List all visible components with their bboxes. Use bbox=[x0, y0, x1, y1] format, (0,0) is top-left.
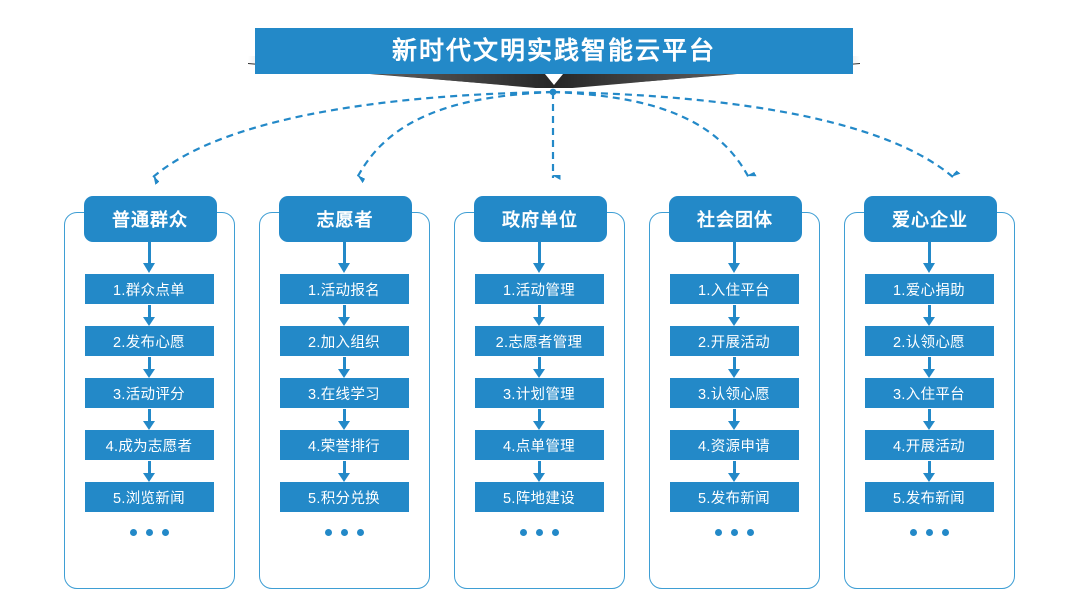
list-item[interactable]: 1.群众点单 bbox=[84, 274, 214, 304]
ellipsis-more-indicator bbox=[475, 520, 604, 544]
arrow-down-icon bbox=[337, 460, 351, 482]
list-item[interactable]: 2.认领心愿 bbox=[864, 326, 994, 356]
connector-to-column-1 bbox=[151, 90, 554, 178]
arrow-down-icon bbox=[142, 356, 156, 378]
role-column: 普通群众 1.群众点单 2.发布心愿 3.活动评分 4.成为志愿者 5.浏览新闻 bbox=[63, 196, 237, 591]
list-item[interactable]: 5.发布新闻 bbox=[864, 482, 994, 512]
list-item[interactable]: 3.在线学习 bbox=[279, 378, 409, 408]
arrow-down-icon bbox=[454, 242, 625, 274]
ellipsis-more-indicator bbox=[670, 520, 799, 544]
arrow-down-icon bbox=[259, 242, 430, 274]
list-item[interactable]: 2.开展活动 bbox=[669, 326, 799, 356]
column-header-3[interactable]: 政府单位 bbox=[473, 196, 607, 242]
dot bbox=[535, 528, 543, 536]
dot bbox=[941, 528, 949, 536]
column-item-list: 1.活动管理 2.志愿者管理 3.计划管理 4.点单管理 5.阵地建设 bbox=[454, 274, 625, 544]
list-item[interactable]: 4.荣誉排行 bbox=[279, 430, 409, 460]
arrow-down-icon bbox=[142, 460, 156, 482]
role-column: 社会团体 1.入住平台 2.开展活动 3.认领心愿 4.资源申请 5.发布新闻 bbox=[648, 196, 822, 591]
ellipsis-more-indicator bbox=[280, 520, 409, 544]
dot bbox=[925, 528, 933, 536]
arrow-down-icon bbox=[337, 304, 351, 326]
list-item[interactable]: 5.阵地建设 bbox=[474, 482, 604, 512]
arrow-down-icon bbox=[142, 304, 156, 326]
arrow-down-icon bbox=[532, 460, 546, 482]
dot bbox=[714, 528, 722, 536]
column-header-5[interactable]: 爱心企业 bbox=[863, 196, 997, 242]
role-column: 志愿者 1.活动报名 2.加入组织 3.在线学习 4.荣誉排行 5.积分兑换 bbox=[258, 196, 432, 591]
role-columns: 普通群众 1.群众点单 2.发布心愿 3.活动评分 4.成为志愿者 5.浏览新闻 志愿者 1.… bbox=[0, 196, 1080, 596]
list-item[interactable]: 3.活动评分 bbox=[84, 378, 214, 408]
list-item[interactable]: 2.发布心愿 bbox=[84, 326, 214, 356]
banner-bar: 新时代文明实践智能云平台 bbox=[255, 28, 853, 74]
dot bbox=[145, 528, 153, 536]
platform-title-banner: 新时代文明实践智能云平台 bbox=[248, 28, 860, 90]
arrow-down-icon bbox=[337, 356, 351, 378]
list-item[interactable]: 3.认领心愿 bbox=[669, 378, 799, 408]
arrow-down-icon bbox=[922, 304, 936, 326]
list-item[interactable]: 5.浏览新闻 bbox=[84, 482, 214, 512]
chevron-down-icon bbox=[545, 74, 563, 85]
arrow-down-icon bbox=[337, 408, 351, 430]
dot bbox=[356, 528, 364, 536]
column-item-list: 1.群众点单 2.发布心愿 3.活动评分 4.成为志愿者 5.浏览新闻 bbox=[64, 274, 235, 544]
list-item[interactable]: 1.入住平台 bbox=[669, 274, 799, 304]
arrow-down-icon bbox=[142, 408, 156, 430]
list-item[interactable]: 5.积分兑换 bbox=[279, 482, 409, 512]
column-header-2[interactable]: 志愿者 bbox=[278, 196, 412, 242]
arrow-down-icon bbox=[727, 356, 741, 378]
list-item[interactable]: 4.开展活动 bbox=[864, 430, 994, 460]
arrow-down-icon bbox=[844, 242, 1015, 274]
arrow-down-icon bbox=[649, 242, 820, 274]
list-item[interactable]: 3.入住平台 bbox=[864, 378, 994, 408]
column-item-list: 1.入住平台 2.开展活动 3.认领心愿 4.资源申请 5.发布新闻 bbox=[649, 274, 820, 544]
dot bbox=[129, 528, 137, 536]
list-item[interactable]: 1.活动管理 bbox=[474, 274, 604, 304]
page-title: 新时代文明实践智能云平台 bbox=[391, 36, 716, 65]
arrow-down-icon bbox=[532, 356, 546, 378]
role-column: 政府单位 1.活动管理 2.志愿者管理 3.计划管理 4.点单管理 5.阵地建设 bbox=[453, 196, 627, 591]
column-item-list: 1.爱心捐助 2.认领心愿 3.入住平台 4.开展活动 5.发布新闻 bbox=[844, 274, 1015, 544]
list-item[interactable]: 1.爱心捐助 bbox=[864, 274, 994, 304]
dot bbox=[324, 528, 332, 536]
connector-to-column-4 bbox=[552, 90, 749, 179]
arrow-down-icon bbox=[922, 460, 936, 482]
list-item[interactable]: 4.点单管理 bbox=[474, 430, 604, 460]
arrow-down-icon bbox=[64, 242, 235, 274]
list-item[interactable]: 4.成为志愿者 bbox=[84, 430, 214, 460]
arrow-down-icon bbox=[922, 408, 936, 430]
arrow-down-icon bbox=[532, 304, 546, 326]
list-item[interactable]: 2.加入组织 bbox=[279, 326, 409, 356]
list-item[interactable]: 4.资源申请 bbox=[669, 430, 799, 460]
role-column: 爱心企业 1.爱心捐助 2.认领心愿 3.入住平台 4.开展活动 5.发布新闻 bbox=[843, 196, 1017, 591]
dot bbox=[730, 528, 738, 536]
dot bbox=[909, 528, 917, 536]
dot bbox=[161, 528, 169, 536]
connector-to-column-5 bbox=[552, 90, 954, 179]
arrow-down-icon bbox=[727, 460, 741, 482]
list-item[interactable]: 1.活动报名 bbox=[279, 274, 409, 304]
list-item[interactable]: 5.发布新闻 bbox=[669, 482, 799, 512]
list-item[interactable]: 2.志愿者管理 bbox=[474, 326, 604, 356]
column-header-4[interactable]: 社会团体 bbox=[668, 196, 802, 242]
column-header-1[interactable]: 普通群众 bbox=[83, 196, 217, 242]
arrow-down-icon bbox=[922, 356, 936, 378]
ellipsis-more-indicator bbox=[85, 520, 214, 544]
dot bbox=[746, 528, 754, 536]
dot bbox=[519, 528, 527, 536]
dot bbox=[340, 528, 348, 536]
connector-to-column-2 bbox=[356, 90, 554, 178]
dot bbox=[551, 528, 559, 536]
arrow-down-icon bbox=[727, 408, 741, 430]
column-item-list: 1.活动报名 2.加入组织 3.在线学习 4.荣誉排行 5.积分兑换 bbox=[259, 274, 430, 544]
list-item[interactable]: 3.计划管理 bbox=[474, 378, 604, 408]
arrow-down-icon bbox=[532, 408, 546, 430]
ellipsis-more-indicator bbox=[865, 520, 994, 544]
arrow-down-icon bbox=[727, 304, 741, 326]
